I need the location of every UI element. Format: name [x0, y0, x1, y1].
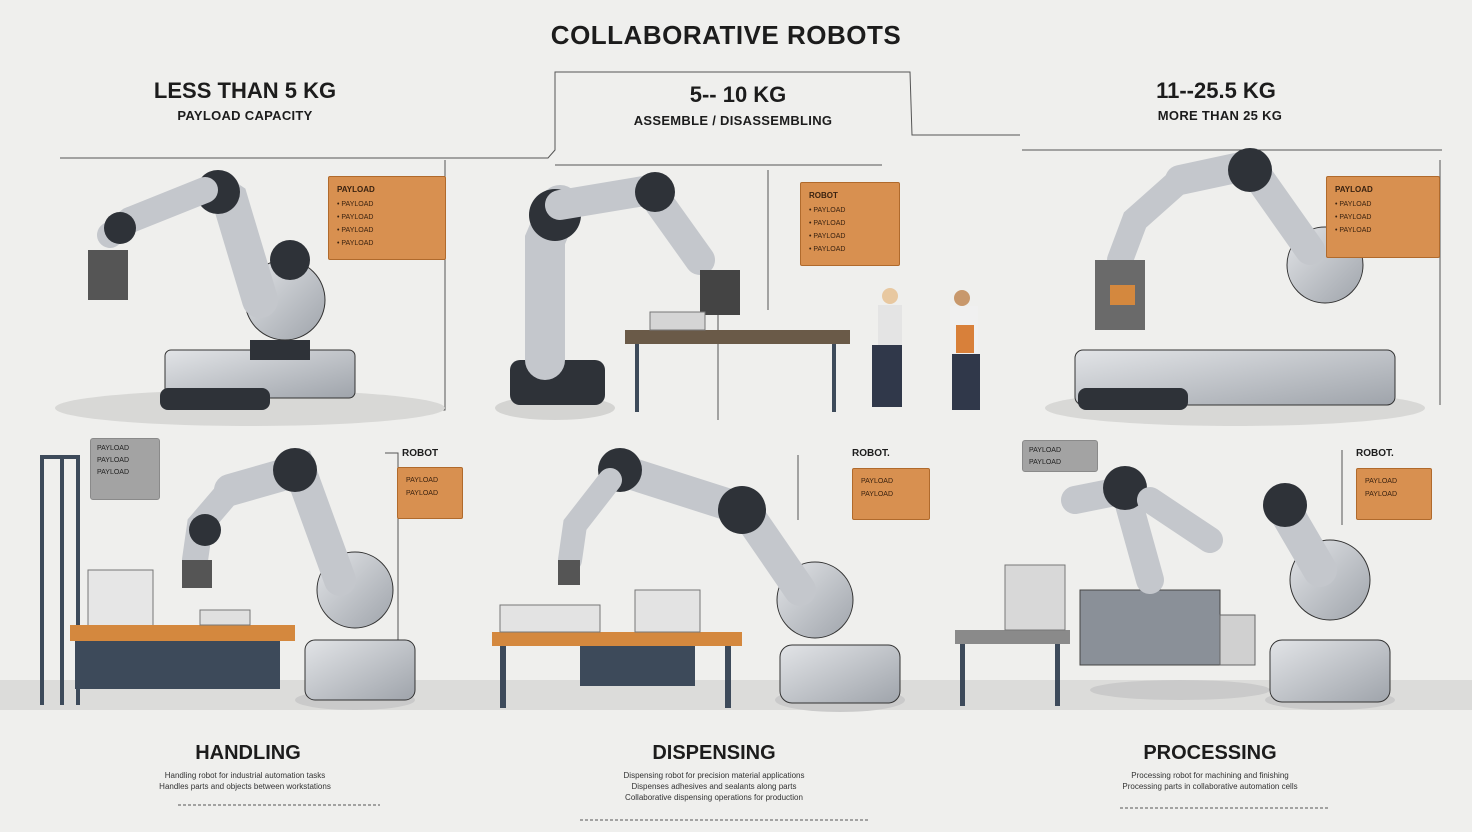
- description-line: Collaborative dispensing operations for …: [625, 793, 803, 802]
- robot-arm-top-middle: [495, 172, 980, 420]
- callout-title: PAYLOAD: [1335, 185, 1373, 194]
- description-processing: Processing robot for machining and finis…: [1122, 770, 1297, 792]
- section-subheading-heavy: MORE THAN 25 KG: [1157, 108, 1283, 123]
- callout-item: PAYLOAD: [1335, 198, 1431, 211]
- callout-processing: PAYLOAD PAYLOAD: [1356, 468, 1432, 520]
- page-title: COLLABORATIVE ROBOTS: [550, 20, 902, 50]
- section-heading-medium: 5-- 10 KG: [689, 82, 787, 107]
- callout-item: PAYLOAD: [809, 204, 891, 217]
- tag-line: PAYLOAD: [1029, 447, 1062, 454]
- callout-list: PAYLOAD PAYLOAD PAYLOAD: [1335, 198, 1431, 237]
- callout-item: PAYLOAD: [861, 478, 894, 485]
- description-line: Dispenses adhesives and sealants along p…: [631, 782, 797, 791]
- description-handling: Handling robot for industrial automation…: [159, 770, 331, 792]
- section-title-handling: HANDLING: [195, 742, 301, 764]
- tag-line: PAYLOAD: [97, 457, 130, 464]
- robot-arm-handling: [40, 448, 416, 710]
- callout-item: PAYLOAD: [337, 224, 437, 237]
- description-line: Dispensing robot for precision material …: [623, 771, 805, 780]
- callout-item: PAYLOAD: [809, 217, 891, 230]
- callout-item: PAYLOAD: [809, 243, 891, 256]
- section-divider-lines: [60, 71, 1442, 821]
- section-heading-heavy: 11--25.5 KG: [1156, 78, 1276, 103]
- callout-item: PAYLOAD: [1365, 478, 1398, 485]
- callout-title: PAYLOAD: [337, 185, 375, 194]
- callout-item: PAYLOAD: [337, 211, 437, 224]
- robot-label-processing: ROBOT.: [1356, 448, 1394, 459]
- robot-label-dispensing: ROBOT.: [852, 448, 890, 459]
- tag-line: PAYLOAD: [97, 469, 130, 476]
- description-line: Processing robot for machining and finis…: [1131, 771, 1289, 780]
- robot-arm-top-left: [55, 170, 445, 426]
- tag-handling: PAYLOAD PAYLOAD PAYLOAD: [90, 438, 160, 500]
- callout-item: PAYLOAD: [1335, 224, 1431, 237]
- callout-dispensing: PAYLOAD PAYLOAD: [852, 468, 930, 520]
- callout-handling: PAYLOAD PAYLOAD: [397, 467, 463, 519]
- section-subheading-light: PAYLOAD CAPACITY: [177, 108, 313, 123]
- callout-medium: ROBOT PAYLOAD PAYLOAD PAYLOAD PAYLOAD: [800, 182, 900, 266]
- callout-item: PAYLOAD: [406, 490, 439, 497]
- robot-arm-top-right: [1045, 148, 1425, 426]
- callout-item: PAYLOAD: [1335, 211, 1431, 224]
- section-title-processing: PROCESSING: [1143, 742, 1277, 764]
- description-dispensing: Dispensing robot for precision material …: [624, 770, 805, 803]
- tag-line: PAYLOAD: [97, 445, 130, 452]
- callout-item: PAYLOAD: [337, 237, 437, 250]
- callout-item: PAYLOAD: [861, 491, 894, 498]
- callout-item: PAYLOAD: [337, 198, 437, 211]
- description-line: Processing parts in collaborative automa…: [1122, 782, 1298, 791]
- callout-title: ROBOT: [809, 191, 838, 200]
- callout-item: PAYLOAD: [406, 477, 439, 484]
- description-line: Handling robot for industrial automation…: [164, 771, 326, 780]
- callout-item: PAYLOAD: [809, 230, 891, 243]
- callout-list: PAYLOAD PAYLOAD PAYLOAD PAYLOAD: [809, 204, 891, 256]
- tag-processing: PAYLOAD PAYLOAD: [1022, 440, 1098, 472]
- robot-arm-dispensing: [492, 448, 905, 712]
- tag-line: PAYLOAD: [1029, 459, 1062, 466]
- callout-heavy: PAYLOAD PAYLOAD PAYLOAD PAYLOAD: [1326, 176, 1440, 258]
- description-line: Handles parts and objects between workst…: [159, 782, 331, 791]
- robot-arm-processing: [955, 466, 1395, 710]
- robot-label-handling: ROBOT: [402, 448, 439, 459]
- callout-light: PAYLOAD PAYLOAD PAYLOAD PAYLOAD PAYLOAD: [328, 176, 446, 260]
- callout-list: PAYLOAD PAYLOAD PAYLOAD PAYLOAD: [337, 198, 437, 250]
- section-heading-light: LESS THAN 5 KG: [153, 78, 337, 103]
- section-subheading-medium: ASSEMBLE / DISASSEMBLING: [633, 113, 833, 128]
- callout-item: PAYLOAD: [1365, 491, 1398, 498]
- section-title-dispensing: DISPENSING: [652, 742, 776, 764]
